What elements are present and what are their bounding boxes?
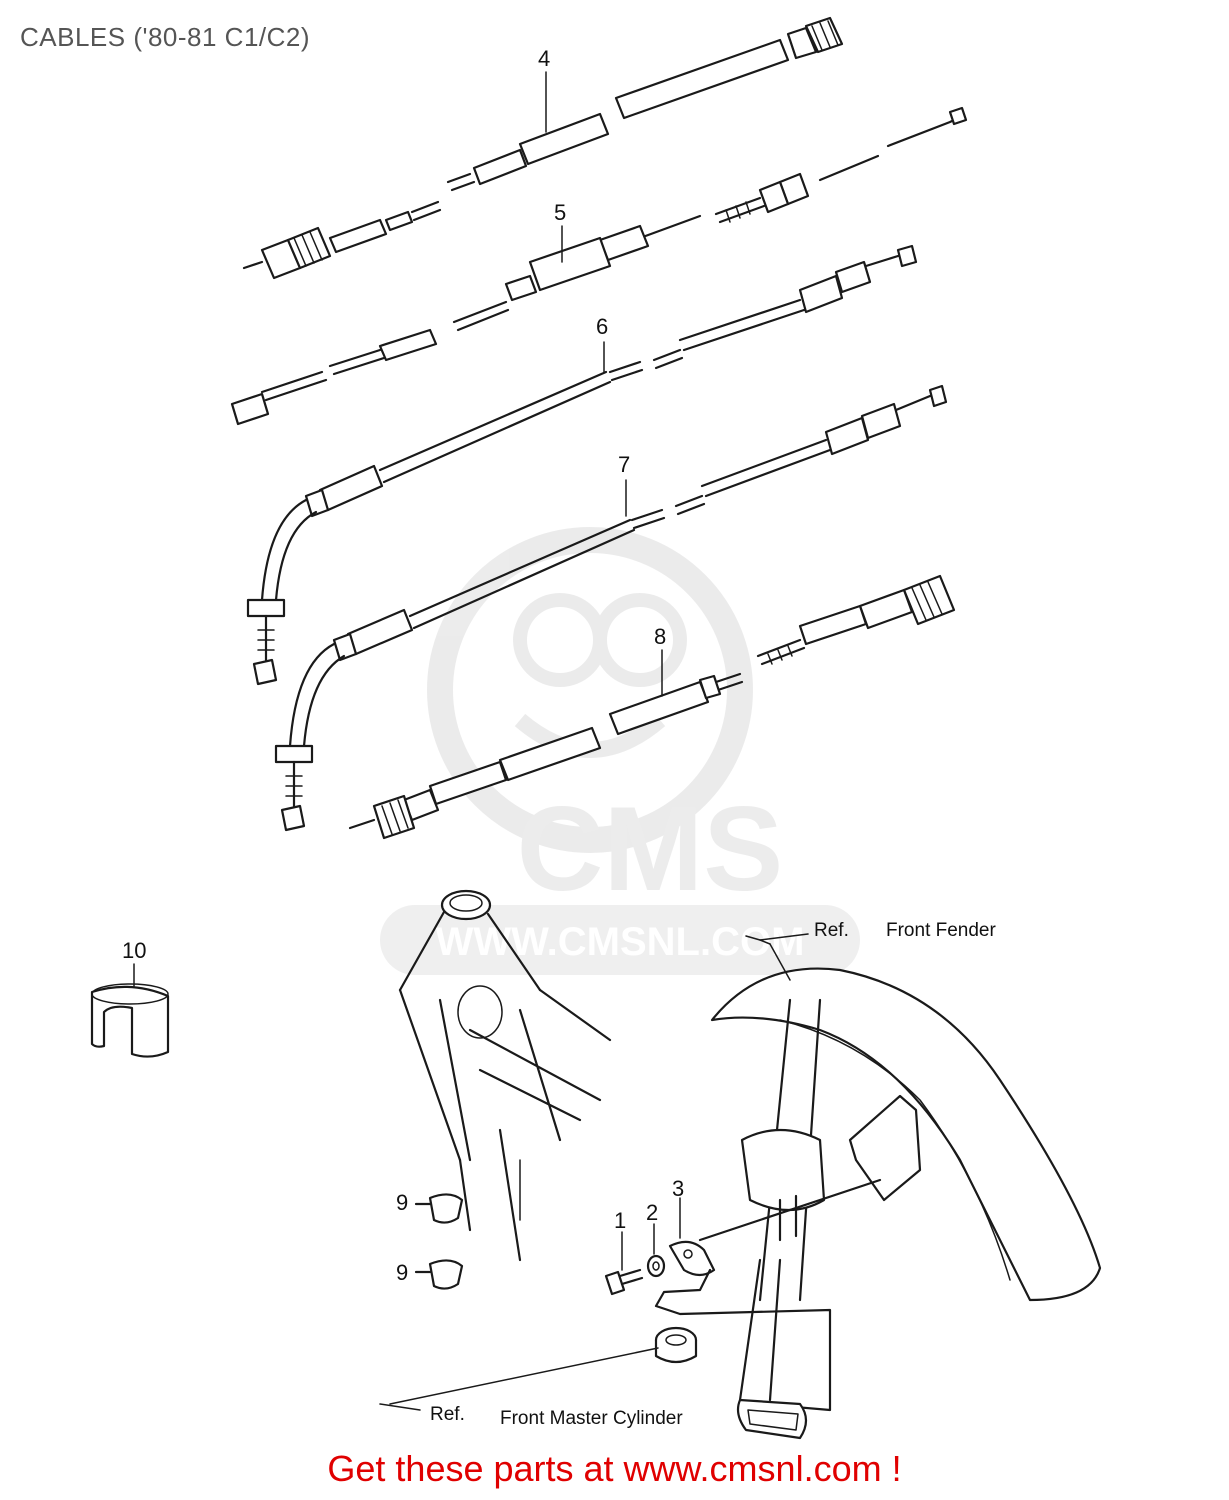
footer-cta-link[interactable]: Get these parts at www.cmsnl.com ! bbox=[327, 1448, 902, 1489]
washer-2[interactable]: 2 bbox=[646, 1200, 666, 1278]
callout-7: 7 bbox=[618, 452, 630, 477]
callout-4: 4 bbox=[538, 46, 550, 71]
callout-6: 6 bbox=[596, 314, 608, 339]
bracket-3[interactable]: 3 bbox=[654, 1176, 832, 1412]
page-title: CABLES ('80-81 C1/C2) bbox=[20, 22, 311, 52]
fender-ref-label: Front Fender bbox=[886, 920, 996, 941]
clip-9-lower[interactable]: 9 bbox=[396, 1259, 464, 1290]
callout-9a: 9 bbox=[396, 1190, 408, 1215]
callout-9b: 9 bbox=[396, 1260, 408, 1285]
fender-ref-prefix: Ref. bbox=[814, 920, 849, 941]
master-ref-prefix: Ref. bbox=[430, 1404, 465, 1425]
bolt-1[interactable]: 1 bbox=[604, 1208, 644, 1296]
frame-reference bbox=[398, 889, 612, 1262]
master-ref-label: Front Master Cylinder bbox=[500, 1408, 683, 1429]
front-master-cylinder-reference: Ref. Front Master Cylinder bbox=[379, 1326, 808, 1440]
cable-7[interactable]: 7 bbox=[274, 384, 948, 832]
cable-5[interactable]: 5 bbox=[230, 106, 968, 426]
cable-8[interactable]: 8 bbox=[348, 574, 956, 840]
clip-9-upper[interactable]: 9 bbox=[396, 1190, 464, 1224]
callout-10: 10 bbox=[122, 938, 146, 963]
callout-2: 2 bbox=[646, 1200, 658, 1225]
cable-6[interactable]: 6 bbox=[246, 244, 918, 686]
clamp-10[interactable]: 10 bbox=[90, 938, 170, 1058]
cable-4[interactable]: 4 bbox=[242, 16, 844, 280]
front-fender-reference: Ref. Front Fender bbox=[698, 920, 1102, 1402]
callout-1: 1 bbox=[614, 1208, 626, 1233]
callout-8: 8 bbox=[654, 624, 666, 649]
callout-3: 3 bbox=[672, 1176, 684, 1201]
callout-5: 5 bbox=[554, 200, 566, 225]
